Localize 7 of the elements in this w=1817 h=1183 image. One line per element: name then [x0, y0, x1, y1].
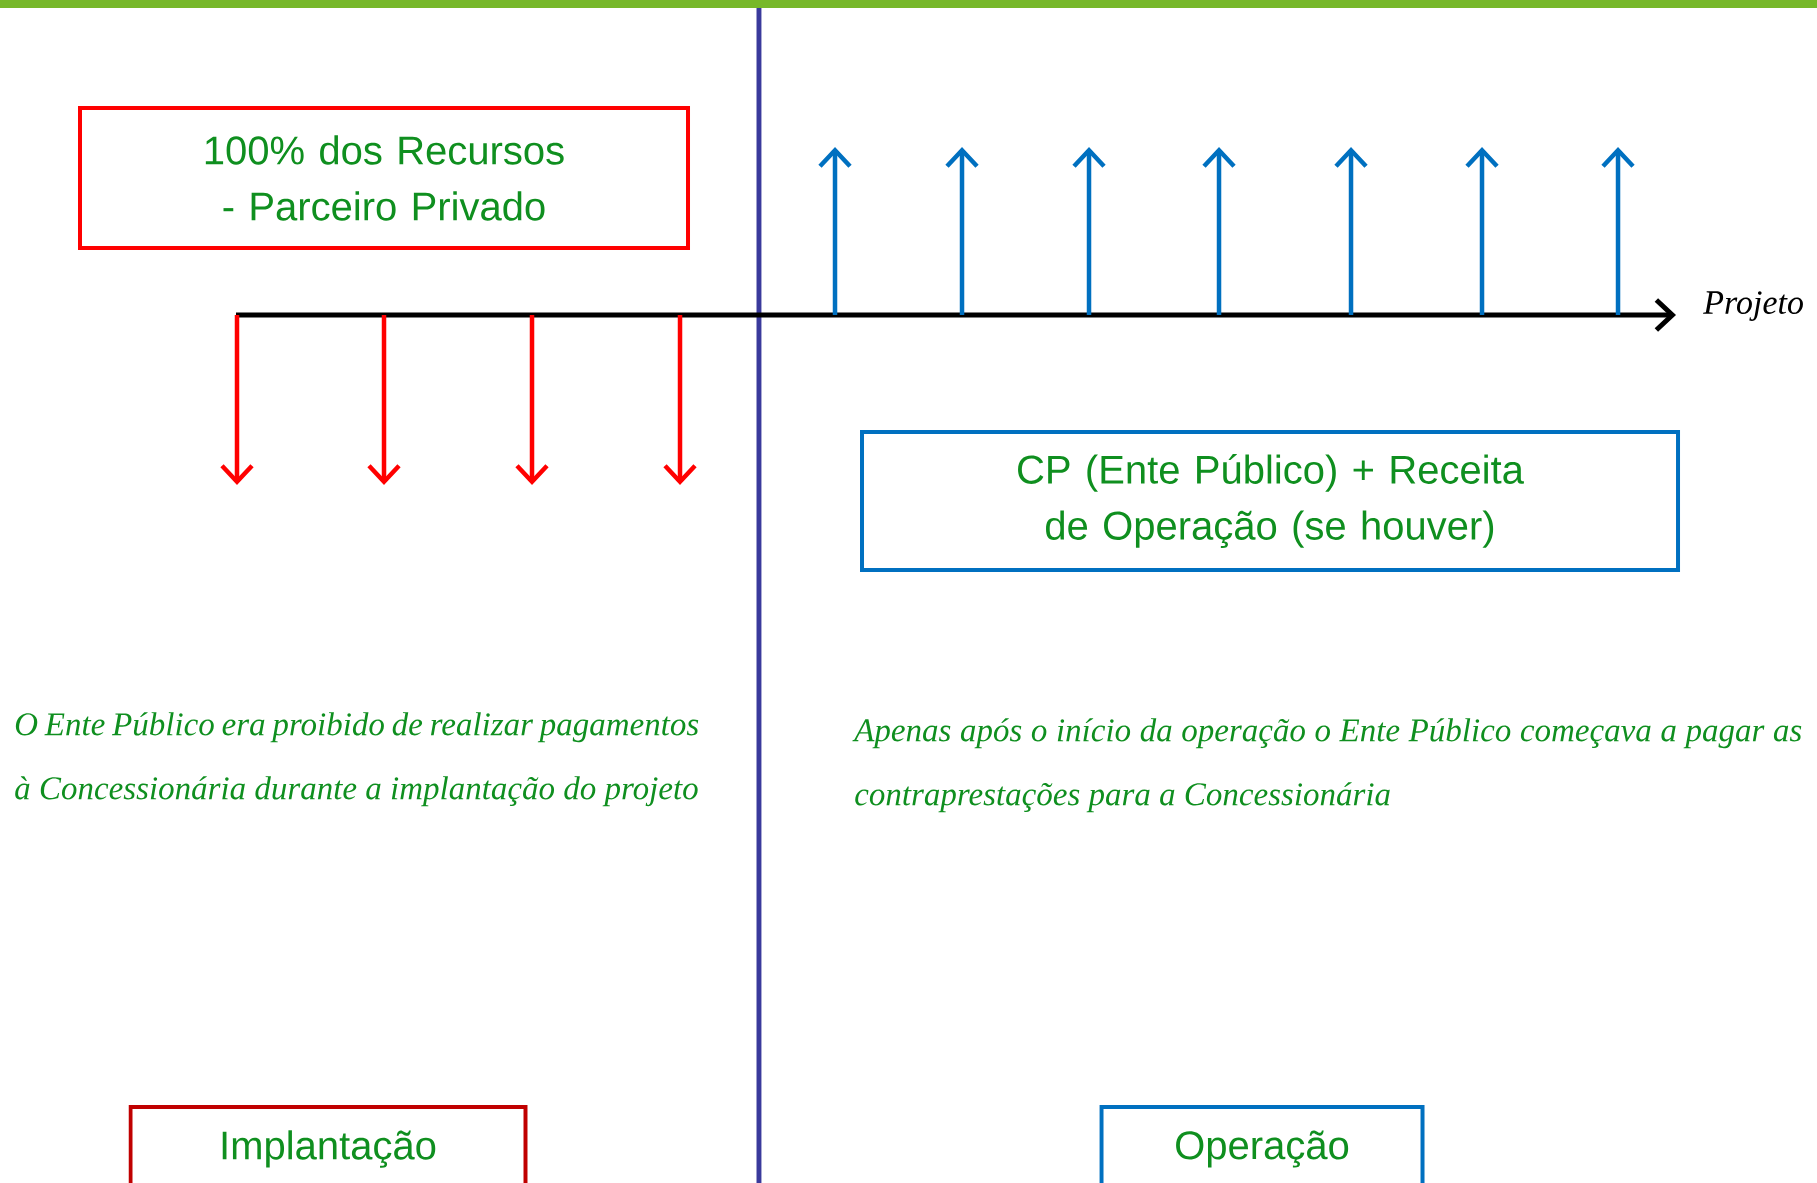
note-text: Apenas após o início da operação o Ente Público começava a pagar as contraprestações para a Concessionária [852, 718, 1802, 813]
text-box: Operação [1099, 1105, 1425, 1183]
axis-label: Projeto [1703, 291, 1803, 321]
text-box: CP (Ente Público) + Receita de Operação (se houver) [860, 430, 1680, 572]
text-box: Implantação [128, 1105, 528, 1183]
note-text: O Ente Público era proibido de realizar pagamentos à Concessionária durante a implantação do projeto [15, 712, 699, 807]
text-box: 100% dos Recursos - Parceiro Privado [78, 106, 690, 250]
